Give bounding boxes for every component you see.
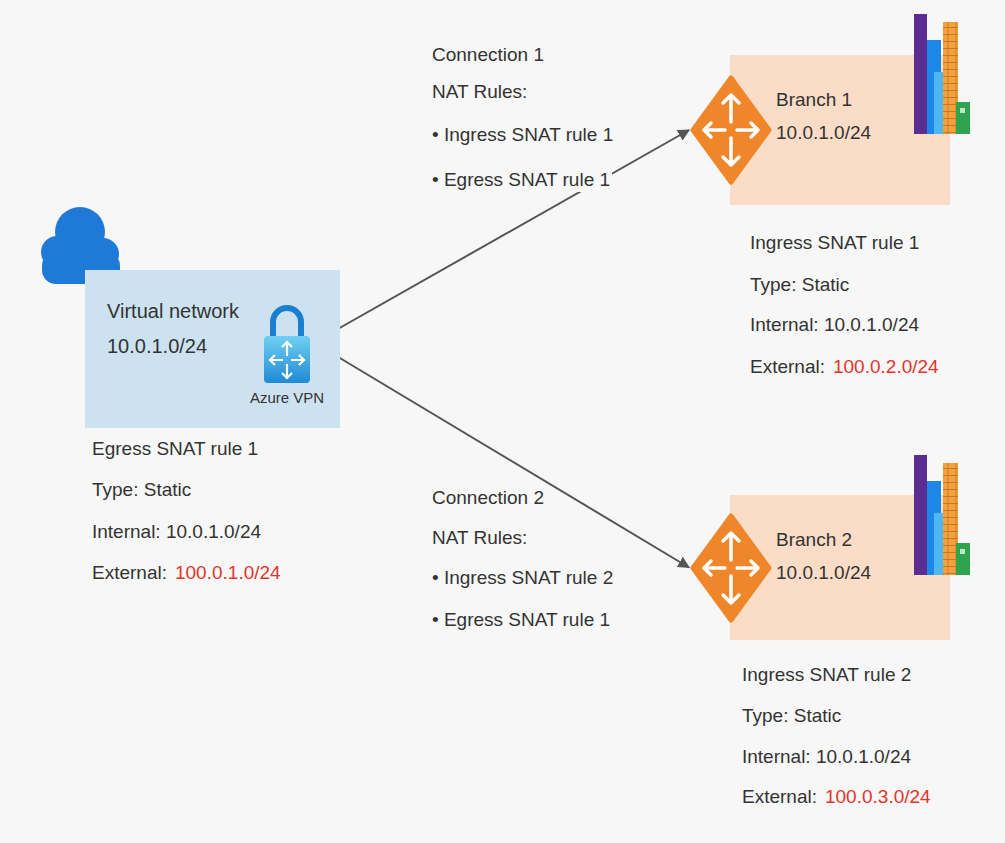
building-icon — [960, 108, 965, 113]
rule-text: Type: Static — [90, 478, 193, 502]
vpn-connection — [314, 343, 689, 568]
lock-icon — [270, 355, 283, 365]
router-icon — [737, 561, 758, 575]
building-icon — [914, 14, 970, 134]
node-texts: Azure VPN — [250, 389, 324, 407]
router-icon — [704, 533, 758, 603]
vpn-connection — [314, 130, 689, 343]
building-icon — [914, 455, 970, 575]
node-texts: Branch 110.0.1.0/24 — [690, 55, 950, 149]
rule-text: Type: Static — [740, 704, 843, 728]
node-title: Branch 1 — [776, 83, 852, 116]
rule-text: Type: Static — [748, 273, 851, 297]
branch-box: Branch 210.0.1.0/24 — [690, 495, 950, 640]
router-icon — [723, 95, 739, 122]
router-icon — [690, 513, 772, 623]
router-icon — [693, 78, 769, 182]
rule-text: Internal: 10.0.1.0/24 — [90, 520, 263, 544]
network-box: Azure VPNVirtual network10.0.1.0/24 — [85, 270, 340, 428]
vpn-gateway: Azure VPN — [262, 300, 312, 385]
building-icon — [914, 455, 927, 575]
node-texts: Branch 210.0.1.0/24 — [690, 495, 950, 589]
lock-icon — [262, 300, 312, 385]
router-icon — [690, 75, 772, 185]
rule-text: • Ingress SNAT rule 2 — [430, 566, 615, 590]
lock-icon — [282, 364, 292, 378]
rule-text: Connection 2 — [430, 486, 546, 510]
building-icon — [927, 40, 941, 134]
rule-text: External: — [748, 355, 827, 379]
lock-icon — [273, 308, 301, 340]
rule-text: External: — [90, 561, 169, 585]
router-icon — [704, 561, 725, 575]
building-icon — [943, 22, 958, 134]
external-prefix: 100.0.3.0/24 — [823, 785, 933, 809]
router-icon — [704, 95, 758, 165]
router-icon — [723, 533, 739, 560]
node-title: Virtual network — [107, 294, 239, 329]
router-icon — [704, 123, 725, 137]
rule-text: Ingress SNAT rule 2 — [740, 663, 913, 687]
rule-text: • Ingress SNAT rule 1 — [430, 123, 615, 147]
rule-text: Internal: 10.0.1.0/24 — [740, 745, 913, 769]
rule-text: Internal: 10.0.1.0/24 — [748, 313, 921, 337]
node-title: Branch 2 — [776, 523, 852, 556]
building-icon — [914, 14, 927, 134]
node-title: Azure VPN — [250, 389, 324, 407]
building-icon — [927, 481, 941, 575]
node-texts: Virtual network10.0.1.0/24 — [85, 270, 340, 364]
external-prefix: 100.0.1.0/24 — [173, 561, 283, 585]
rule-text: • Egress SNAT rule 1 — [430, 168, 612, 192]
external-prefix: 100.0.2.0/24 — [831, 355, 941, 379]
rule-text: External: — [740, 785, 819, 809]
lock-icon — [282, 342, 292, 356]
router-icon — [723, 576, 739, 603]
router-icon — [693, 516, 769, 620]
address-range: 10.0.1.0/24 — [107, 329, 207, 364]
rule-text: NAT Rules: — [430, 526, 529, 550]
rule-text: Connection 1 — [430, 43, 546, 67]
building-icon — [934, 513, 943, 575]
building-icon — [960, 549, 965, 554]
building-icon — [956, 102, 970, 134]
building-icon — [956, 543, 970, 575]
address-range: 10.0.1.0/24 — [776, 116, 871, 149]
building-icon — [934, 72, 943, 134]
building-icon — [943, 463, 958, 575]
lock-icon — [264, 336, 310, 383]
address-range: 10.0.1.0/24 — [776, 556, 871, 589]
lock-icon — [291, 355, 304, 365]
rule-text: Egress SNAT rule 1 — [90, 437, 260, 461]
rule-text: Ingress SNAT rule 1 — [748, 231, 921, 255]
branch-box: Branch 110.0.1.0/24 — [690, 55, 950, 205]
rule-text: NAT Rules: — [430, 80, 529, 104]
router-icon — [737, 123, 758, 137]
lock-icon — [270, 342, 304, 378]
router-icon — [723, 138, 739, 165]
rule-text: • Egress SNAT rule 1 — [430, 608, 612, 632]
